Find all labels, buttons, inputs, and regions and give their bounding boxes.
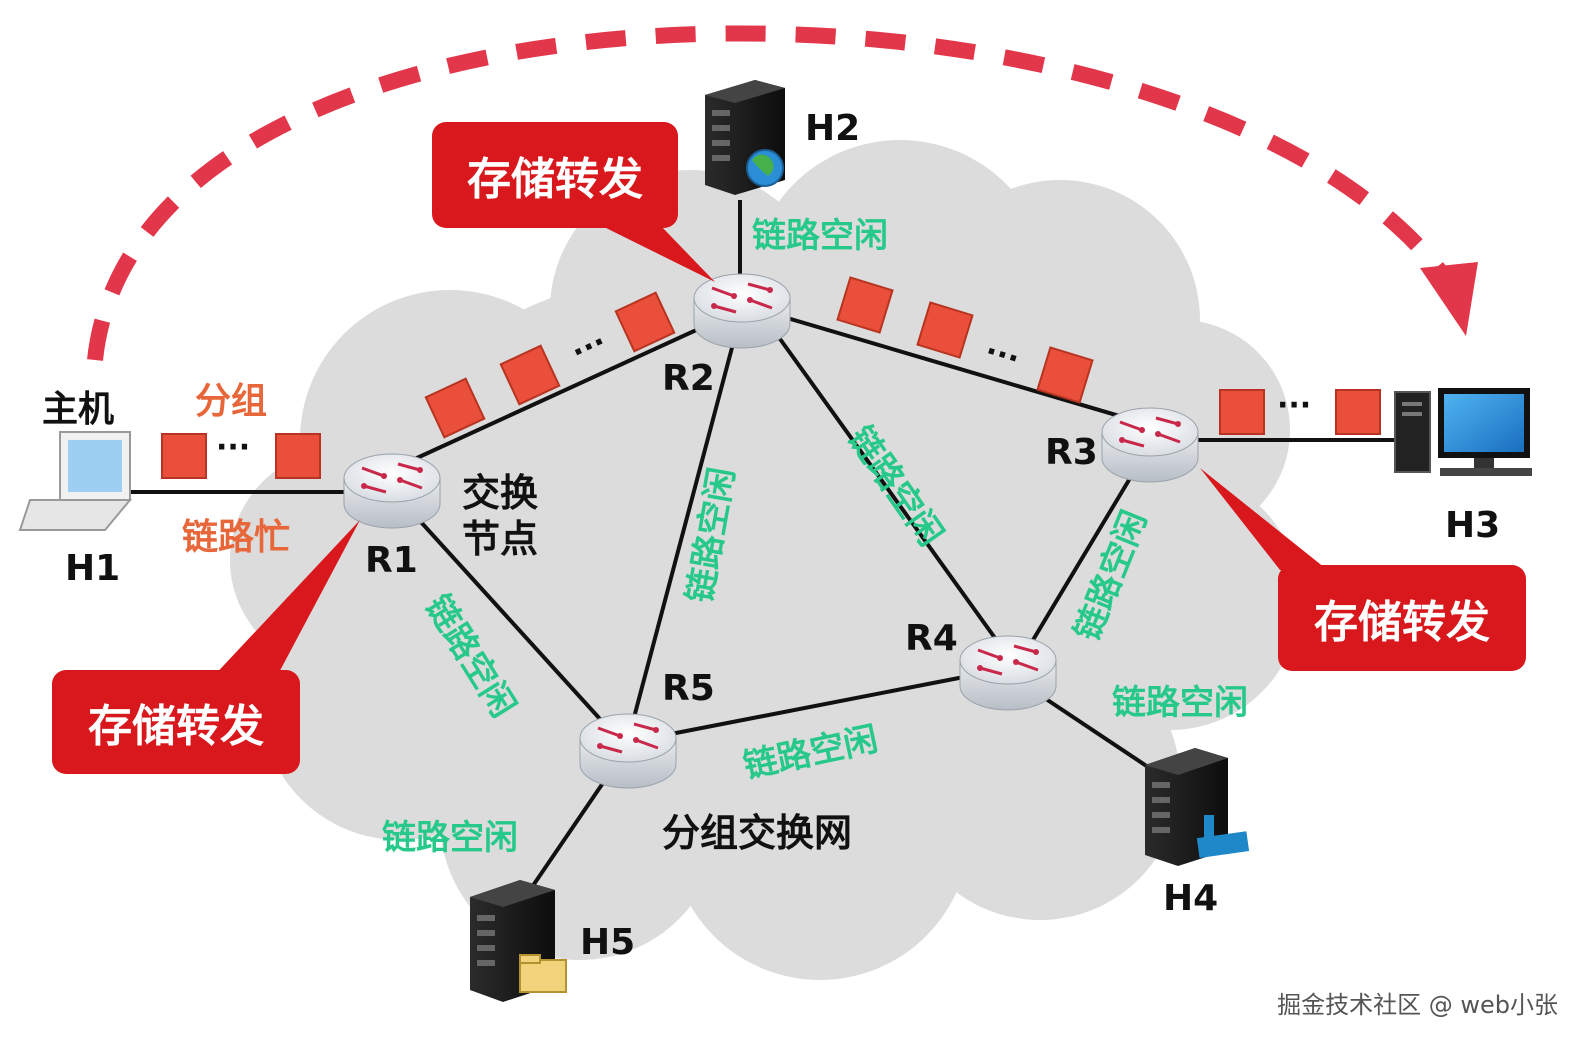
film-icon — [1196, 815, 1250, 858]
router-r5-icon — [579, 713, 677, 789]
host-label-h1: H1 — [65, 548, 121, 589]
end-to-end-arrow-head — [1420, 262, 1478, 336]
host-label-h2: H2 — [805, 108, 861, 149]
link-r2-r4 — [768, 323, 1002, 647]
folder-icon — [519, 954, 567, 993]
packet — [836, 276, 894, 334]
ellipsis: ··· — [1277, 388, 1312, 423]
packet — [499, 344, 561, 406]
link-r2-r5 — [630, 324, 740, 726]
h5-server-icon — [470, 880, 567, 1002]
packet — [1036, 346, 1094, 404]
switch-node-label-line2: 节点 — [462, 517, 539, 561]
packet — [1335, 389, 1381, 435]
link-idle-label-r2-h2: 链路空闲 — [752, 216, 888, 256]
host-caption: 主机 — [42, 389, 115, 430]
host-label-h4: H4 — [1163, 878, 1219, 919]
links — [130, 200, 1420, 892]
router-r3-icon — [1101, 407, 1199, 483]
packet-network-cloud — [230, 140, 1300, 980]
store-forward-callout-r2: 存储转发 — [432, 122, 678, 228]
network-label: 分组交换网 — [662, 811, 853, 855]
h3-desktop-icon — [1394, 388, 1532, 476]
packets — [161, 276, 1381, 479]
packet — [916, 301, 974, 359]
router-label-r1: R1 — [365, 540, 418, 581]
end-to-end-arrow — [87, 25, 1467, 361]
switch-node-label-line1: 交换 — [462, 471, 539, 515]
ellipsis: ··· — [216, 430, 251, 465]
packet — [161, 433, 207, 479]
router-r1-icon — [343, 453, 441, 529]
h4-server-icon — [1145, 748, 1250, 866]
link-r1-r2 — [394, 308, 741, 470]
link-r5-r4 — [639, 668, 1001, 742]
packet — [424, 377, 486, 439]
callout-tails — [210, 225, 1340, 680]
link-r4-h4 — [1038, 693, 1162, 777]
watermark: 掘金技术社区 @ web小张 — [1277, 991, 1558, 1019]
store-forward-callout-r1: 存储转发 — [52, 670, 300, 774]
link-idle-label-r5-h5: 链路空闲 — [382, 818, 518, 858]
host-label-h5: H5 — [580, 922, 636, 963]
link-r1-r5 — [408, 508, 612, 732]
h1-laptop-icon — [18, 431, 133, 531]
link-idle-label-r4-h4: 链路空闲 — [1112, 683, 1248, 723]
h2-server-icon — [705, 80, 785, 195]
router-label-r2: R2 — [662, 358, 715, 399]
routers — [343, 273, 1199, 789]
link-busy-label: 链路忙 — [182, 517, 291, 558]
router-r4-icon — [959, 635, 1057, 711]
packet — [275, 433, 321, 479]
link-r2-r3 — [759, 308, 1151, 427]
link-r5-h5 — [528, 778, 607, 892]
router-label-r5: R5 — [662, 668, 715, 709]
packets-label: 分组 — [195, 381, 268, 422]
store-forward-callout-r3: 存储转发 — [1278, 565, 1526, 671]
router-label-r4: R4 — [905, 618, 958, 659]
packet — [1219, 389, 1265, 435]
link-r3-r4 — [1028, 468, 1137, 647]
router-label-r3: R3 — [1045, 432, 1098, 473]
host-label-h3: H3 — [1445, 505, 1501, 546]
packet — [614, 291, 676, 353]
router-r2-icon — [693, 273, 791, 349]
